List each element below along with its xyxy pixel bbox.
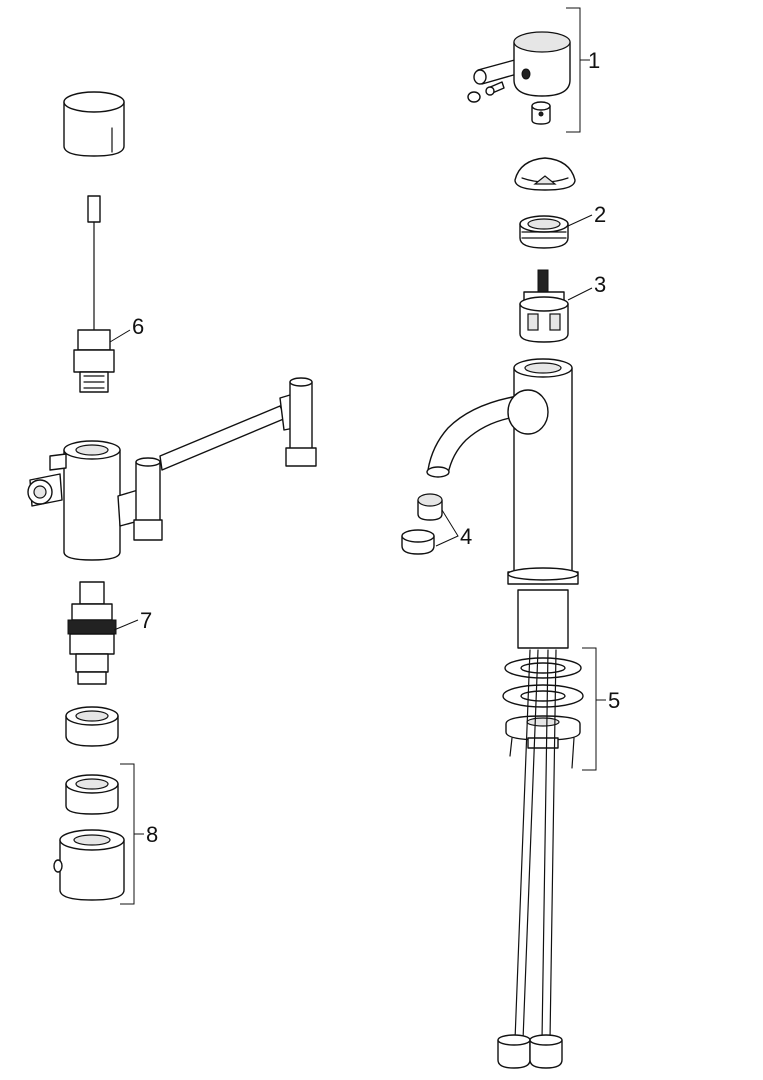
leader-7 xyxy=(113,619,139,631)
callout-2: 2 xyxy=(594,202,606,227)
part-nut xyxy=(519,215,569,249)
leader-3 xyxy=(567,287,593,301)
part-handle-screws xyxy=(467,81,551,125)
part-thermostatic-cartridge xyxy=(67,581,117,685)
part-sleeve-set xyxy=(53,774,125,901)
leader-4 xyxy=(435,509,459,547)
part-supply-hoses xyxy=(497,649,563,1069)
part-handle-lever xyxy=(473,31,571,97)
part-thermostat-cap xyxy=(63,91,125,157)
part-cartridge xyxy=(519,269,569,343)
callout-3: 3 xyxy=(594,272,606,297)
leader-2 xyxy=(567,214,593,227)
part-cap-dome xyxy=(514,157,576,191)
part-ring-nut xyxy=(65,706,119,747)
part-aerators xyxy=(401,493,443,555)
part-faucet-body xyxy=(426,358,579,649)
callout-1: 1 xyxy=(588,48,600,73)
callout-7: 7 xyxy=(140,608,152,633)
part-mixing-valve-body xyxy=(27,377,317,561)
leader-6 xyxy=(109,329,131,343)
part-sensor-probe xyxy=(73,195,115,393)
callout-8: 8 xyxy=(146,822,158,847)
part-mounting-kit xyxy=(502,657,584,769)
callout-4: 4 xyxy=(460,524,472,549)
bracket-1 xyxy=(566,7,581,133)
callout-6: 6 xyxy=(132,314,144,339)
bracket-5 xyxy=(582,647,597,771)
callout-5: 5 xyxy=(608,688,620,713)
